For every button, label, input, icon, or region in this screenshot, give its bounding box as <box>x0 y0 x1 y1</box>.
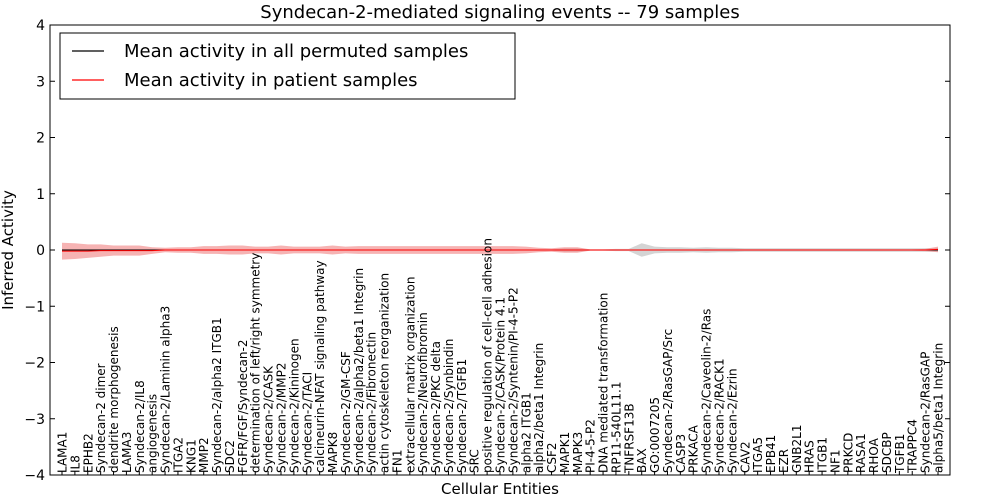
x-tick-label: Syndecan-2/Syntenin/PI-4-5-P2 <box>506 287 520 473</box>
x-tick-label: Syndecan-2/Caveolin-2/Ras <box>700 309 714 473</box>
x-tick-label: Syndecan-2/Synbindin <box>442 339 456 473</box>
x-tick-label: RASA1 <box>854 433 868 473</box>
x-tick-label: FN1 <box>390 449 404 473</box>
x-tick-label: Syndecan-2/IL8 <box>133 380 147 473</box>
x-tick-label: MAPK8 <box>326 432 340 473</box>
y-tick-label: 3 <box>36 74 45 90</box>
x-tick-label: KNG1 <box>184 439 198 473</box>
x-tick-label: CAV2 <box>738 441 752 473</box>
x-tick-label: RP11-540L11.1 <box>609 382 623 473</box>
x-tick-label: ITGA2 <box>171 437 185 473</box>
patient-mean-line <box>62 248 939 252</box>
x-tick-label: Syndecan-2/Neurofibromin <box>416 312 430 473</box>
x-tick-label: PI-4-5-P2 <box>584 419 598 473</box>
x-tick-label: alpha2/beta1 Integrin <box>532 343 546 473</box>
x-tick-label: MMP2 <box>197 437 211 473</box>
legend-label: Mean activity in patient samples <box>124 70 418 91</box>
x-tick-label: Syndecan-2/PKC delta <box>429 341 443 473</box>
legend: Mean activity in all permuted samplesMea… <box>59 32 516 100</box>
x-tick-label: Syndecan-2/TGFB1 <box>455 359 469 473</box>
legend-label: Mean activity in all permuted samples <box>124 41 468 62</box>
x-tick-label: Syndecan-2/TACI <box>300 372 314 473</box>
y-tick-label: 1 <box>36 187 45 203</box>
x-tick-label: MAPK3 <box>571 432 585 473</box>
x-tick-label: Syndecan-2/Laminin alpha3 <box>159 306 173 473</box>
x-tick-label: calcineurin-NFAT signaling pathway <box>313 260 327 473</box>
x-tick-label: Syndecan-2/alpha2/beta1 Integrin <box>352 268 366 473</box>
y-axis: −4 −3 −2 −1 0 1 2 3 4 <box>24 18 950 484</box>
y-tick-label: 4 <box>36 18 45 34</box>
x-tick-label: Syndecan-2/GM-CSF <box>339 351 353 473</box>
x-tick-label: GO:0007205 <box>648 397 662 473</box>
x-axis-label: Cellular Entities <box>441 480 559 498</box>
x-tick-label: GNB2L1 <box>790 425 804 473</box>
x-tick-label: TNFRSF13B <box>622 403 636 474</box>
x-tick-label: SDC2 <box>223 440 237 473</box>
y-tick-label: 0 <box>36 243 45 259</box>
x-tick-label: Syndecan-2/Kininogen <box>287 338 301 473</box>
x-tick-label: Syndecan-2/Fibronectin <box>365 332 379 473</box>
x-tick-label: alpha2 ITGB1 <box>519 392 533 473</box>
x-tick-label: BAX <box>635 448 649 473</box>
x-tick-label: Syndecan-2/RasGAP <box>919 352 933 473</box>
plot-area <box>62 242 939 260</box>
x-tick-label: Syndecan-2 dimer <box>94 363 108 473</box>
x-tick-label: dendrite morphogenesis <box>107 326 121 473</box>
x-tick-label: MAPK1 <box>558 432 572 473</box>
chart-title: Syndecan-2-mediated signaling events -- … <box>260 2 739 23</box>
x-tick-label: ITGA5 <box>751 437 765 473</box>
x-tick-label: PRKACA <box>687 424 701 473</box>
x-tick-label: Syndecan-2/alpha2 ITGB1 <box>210 317 224 473</box>
x-tick-label: TGFB1 <box>893 434 907 474</box>
y-tick-label: −1 <box>24 299 45 315</box>
x-tick-label: SDCBP <box>880 432 894 473</box>
x-tick-label: Syndecan-2/MMP2 <box>275 363 289 473</box>
x-tick-label: determination of left/right symmetry <box>249 253 263 473</box>
y-tick-label: −3 <box>24 412 45 428</box>
x-tick-label: positive regulation of cell-cell adhesio… <box>481 238 495 473</box>
x-tick-label: SRC <box>468 449 482 473</box>
y-tick-label: −4 <box>24 468 45 484</box>
x-tick-label: angiogenesis <box>146 394 160 473</box>
y-axis-label: Inferred Activity <box>0 190 17 310</box>
x-tick-label: LAMA1 <box>56 432 70 473</box>
x-tick-label: Syndecan-2/RACK1 <box>713 358 727 473</box>
x-tick-label: LAMA3 <box>120 432 134 473</box>
x-tick-label: PRKCD <box>841 433 855 473</box>
x-tick-label: CSF2 <box>545 442 559 473</box>
x-tick-label: EPHB2 <box>81 433 95 473</box>
x-tick-label: actin cytoskeleton reorganization <box>378 273 392 473</box>
y-tick-label: −2 <box>24 356 45 372</box>
x-tick-label: EPB41 <box>764 435 778 473</box>
x-tick-label: NF1 <box>828 449 842 473</box>
x-tick-label: Syndecan-2/Ezrin <box>725 368 739 473</box>
x-tick-label: Syndecan-2/CASK <box>262 365 276 473</box>
x-tick-label: alpha5/beta1 Integrin <box>932 343 946 473</box>
x-tick-label: extracellular matrix organization <box>403 277 417 474</box>
x-tick-label: DNA mediated transformation <box>597 293 611 473</box>
x-tick-label: IL8 <box>68 455 82 473</box>
x-tick-label: Syndecan-2/RasGAP/Src <box>661 329 675 473</box>
x-tick-label: Syndecan-2/CASK/Protein 4.1 <box>494 297 508 473</box>
legend-box <box>59 32 516 100</box>
x-tick-label: ITGB1 <box>816 437 830 473</box>
x-tick-label: TRAPPC4 <box>906 419 920 474</box>
patient-band <box>62 242 938 260</box>
x-tick-label: RHOA <box>867 437 881 473</box>
x-tick-label: EZR <box>777 449 791 473</box>
x-tick-label: FGFR/FGF/Syndecan-2 <box>236 340 250 473</box>
x-tick-label: CASP3 <box>674 434 688 473</box>
x-tick-label: HRAS <box>803 440 817 473</box>
y-tick-label: 2 <box>36 131 45 147</box>
